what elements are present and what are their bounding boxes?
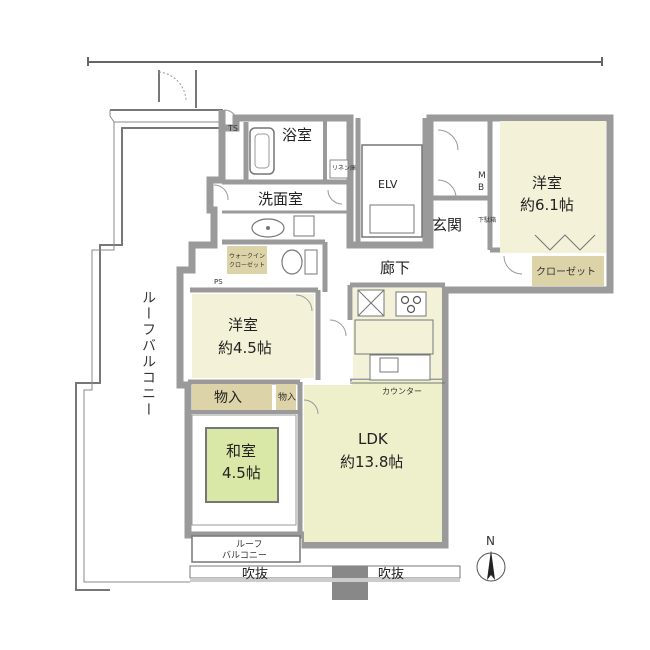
bath-label: 浴室	[282, 126, 312, 144]
western-room-1-floor	[500, 121, 606, 253]
fence	[87, 57, 603, 108]
western-room-2-label: 洋室	[228, 316, 258, 334]
walkin-label: ウォークイン	[229, 252, 265, 260]
roof-balcony-small-label: ルーフ	[236, 540, 262, 550]
building-walls	[176, 110, 614, 549]
counter-label: カウンター	[382, 387, 422, 396]
floors	[191, 121, 606, 542]
entrance-label: 玄関	[432, 216, 462, 234]
walkin-floor	[227, 246, 267, 274]
closet-label: クローゼット	[536, 266, 596, 278]
hallway-label: 廊下	[380, 259, 410, 277]
ts-label: TS	[227, 124, 238, 133]
roof-balcony-small-label-2: バルコニー	[222, 550, 267, 561]
north-compass: N	[476, 534, 506, 582]
storage-2-label: 物入	[278, 391, 296, 403]
elevator-label: ELV	[378, 178, 398, 191]
void-right-label: 吹抜	[378, 566, 404, 582]
storage-2-floor	[276, 384, 296, 410]
ldk-size: 約13.8帖	[340, 453, 403, 471]
washroom-label: 洗面室	[258, 190, 303, 208]
shoe-label: 下駄箱	[478, 216, 496, 224]
japanese-room-floor	[205, 427, 279, 503]
western-room-2-floor	[192, 294, 314, 378]
roof-balcony-main-label: ルーフバルコニー	[140, 290, 156, 418]
linen-label: リネン庫	[332, 164, 356, 172]
walkin-label-2: クローゼット	[229, 261, 265, 269]
japanese-room-outline	[191, 414, 297, 526]
ldk-floor	[304, 380, 442, 542]
ldk-label: LDK	[358, 430, 389, 448]
western-room-2-size: 約4.5帖	[218, 339, 272, 357]
ps-label: PS	[214, 278, 223, 286]
storage-1-floor	[192, 384, 272, 410]
north-label: N	[486, 534, 495, 548]
doors	[213, 109, 523, 415]
mb-label: M	[478, 171, 486, 181]
void-left-label: 吹抜	[242, 566, 268, 582]
closet-floor	[532, 256, 604, 286]
japanese-room-size: 4.5帖	[222, 464, 261, 482]
storage-1-label: 物入	[214, 390, 242, 406]
mb-label-2: B	[478, 183, 484, 193]
fixtures	[189, 127, 596, 600]
japanese-room-label: 和室	[226, 442, 256, 460]
western-room-1-label: 洋室	[532, 174, 562, 192]
western-room-1-size: 約6.1帖	[520, 196, 574, 214]
